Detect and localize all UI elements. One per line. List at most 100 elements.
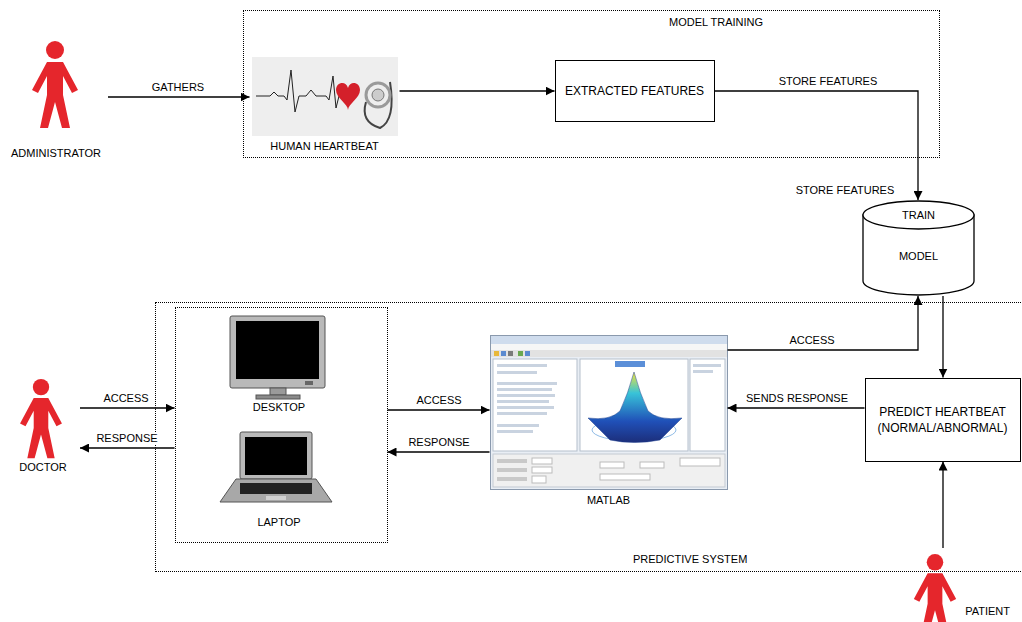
node-label: MODEL TRAINING: [669, 16, 763, 29]
matlab-screenshot: [497, 388, 552, 391]
node-label: LAPTOP: [257, 516, 300, 529]
matlab-screenshot: [693, 364, 721, 367]
matlab-screenshot: [497, 371, 537, 374]
desktop-monitor: [256, 395, 300, 399]
heartbeat-photo: [256, 70, 346, 112]
node-label: EXTRACTED FEATURES: [565, 83, 704, 99]
matlab-screenshot: [600, 462, 624, 468]
arrow-connector: [728, 296, 919, 350]
matlab-screenshot: [525, 351, 530, 356]
node-label: ADMINISTRATOR: [11, 147, 101, 160]
laptop-icon: LAPTOP: [214, 427, 344, 529]
matlab-screenshot: [494, 351, 499, 356]
heartbeat-photo: [366, 83, 390, 107]
cylinder-top: [863, 201, 974, 229]
matlab-screenshot: [532, 467, 552, 473]
desktop-monitor: [236, 321, 319, 379]
matlab-screenshot: [491, 350, 727, 357]
actor-figure: ADMINISTRATOR: [4, 38, 108, 160]
model-store-cylinder: TRAINMODEL: [862, 200, 975, 296]
edge-label: STORE FEATURES: [777, 75, 880, 88]
edge-label: ACCESS: [101, 392, 150, 405]
heartbeat-photo: [252, 57, 398, 136]
arrow-connector: [108, 96, 250, 97]
matlab-screenshot: [532, 476, 546, 483]
system-boundary: PREDICTIVE SYSTEM DESKTOP LAPTOP MATLAB PRED…: [155, 302, 1022, 572]
actor-figure: DOCTOR: [6, 376, 80, 474]
node-label: PREDICT HEARTBEAT (NORMAL/ABNORMAL): [874, 404, 1012, 436]
heartbeat-image: HUMAN HEARTBEAT: [250, 55, 400, 153]
matlab-screenshot: [497, 430, 533, 433]
device-group: DESKTOP LAPTOP: [175, 307, 388, 543]
desktop-monitor: [230, 316, 325, 399]
actor-figure: PATIENT: [908, 548, 1016, 620]
matlab-screenshot: [588, 372, 682, 443]
person-figure: [914, 554, 956, 622]
matlab-window: MATLAB: [490, 335, 728, 507]
node-label: PREDICTIVE SYSTEM: [633, 553, 747, 566]
laptop-computer: [240, 432, 312, 479]
matlab-screenshot: [497, 412, 547, 415]
matlab-screenshot: [497, 468, 527, 472]
annotation-label: STORE FEATURES: [794, 184, 897, 197]
arrow-connector: [942, 296, 943, 378]
laptop-computer: [220, 432, 332, 502]
process-box: EXTRACTED FEATURES: [555, 60, 715, 122]
matlab-screenshot: [518, 351, 523, 356]
edge-label: RESPONSE: [94, 432, 159, 445]
laptop-computer: [220, 479, 332, 502]
matlab-screenshot: [580, 359, 688, 451]
heartbeat-photo: [336, 83, 360, 110]
matlab-screenshot: [600, 474, 650, 480]
desktop-monitor: [305, 381, 313, 385]
matlab-screenshot: [491, 336, 728, 490]
edge-label: SENDS RESPONSE: [744, 392, 850, 405]
matlab-screenshot: [497, 364, 547, 367]
matlab-screenshot: [493, 454, 725, 487]
laptop-computer: [245, 437, 307, 475]
matlab-screenshot: [508, 351, 513, 356]
matlab-screenshot: [491, 336, 727, 344]
matlab-screenshot: [491, 336, 728, 490]
desktop-monitor: [270, 388, 286, 395]
matlab-screenshot: [532, 458, 552, 464]
person-figure: [32, 41, 78, 128]
matlab-screenshot: [491, 344, 727, 350]
matlab-screenshot: [497, 400, 549, 403]
node-label: DOCTOR: [19, 461, 66, 474]
arrow-connector: [715, 91, 919, 200]
matlab-screenshot: [640, 462, 664, 468]
edge-label: RESPONSE: [406, 436, 471, 449]
node-label: MODEL: [899, 250, 938, 263]
arrow-connector: [942, 462, 943, 549]
heartbeat-photo: [365, 82, 392, 128]
matlab-screenshot: [497, 424, 539, 427]
matlab-screenshot: [690, 359, 725, 451]
matlab-screenshot: [501, 351, 506, 356]
edge-label: ACCESS: [787, 334, 836, 347]
person-figure: [20, 379, 62, 458]
laptop-computer: [266, 496, 286, 500]
matlab-screenshot: [693, 370, 713, 373]
heartbeat-photo: [252, 57, 398, 136]
arrow-connector: [80, 407, 175, 408]
node-label: PATIENT: [965, 605, 1010, 618]
process-box: PREDICT HEARTBEAT (NORMAL/ABNORMAL): [865, 378, 1021, 462]
edge-label: ACCESS: [414, 394, 463, 407]
matlab-screenshot: [615, 361, 645, 367]
desktop-monitor: [230, 316, 325, 388]
matlab-screenshot: [497, 477, 527, 481]
arrow-connector: [388, 451, 490, 452]
arrow-connector: [80, 447, 175, 448]
laptop-computer: [240, 483, 312, 494]
matlab-screenshot: [497, 406, 554, 409]
arrow-connector: [400, 90, 555, 91]
arrow-connector: [728, 407, 865, 408]
desktop-icon: DESKTOP: [214, 312, 344, 414]
node-label: DESKTOP: [253, 401, 305, 414]
matlab-screenshot: [493, 359, 577, 451]
heartbeat-photo: [372, 89, 384, 101]
node-label: HUMAN HEARTBEAT: [270, 140, 378, 153]
matlab-screenshot: [680, 458, 720, 466]
edge-label: GATHERS: [150, 81, 206, 94]
